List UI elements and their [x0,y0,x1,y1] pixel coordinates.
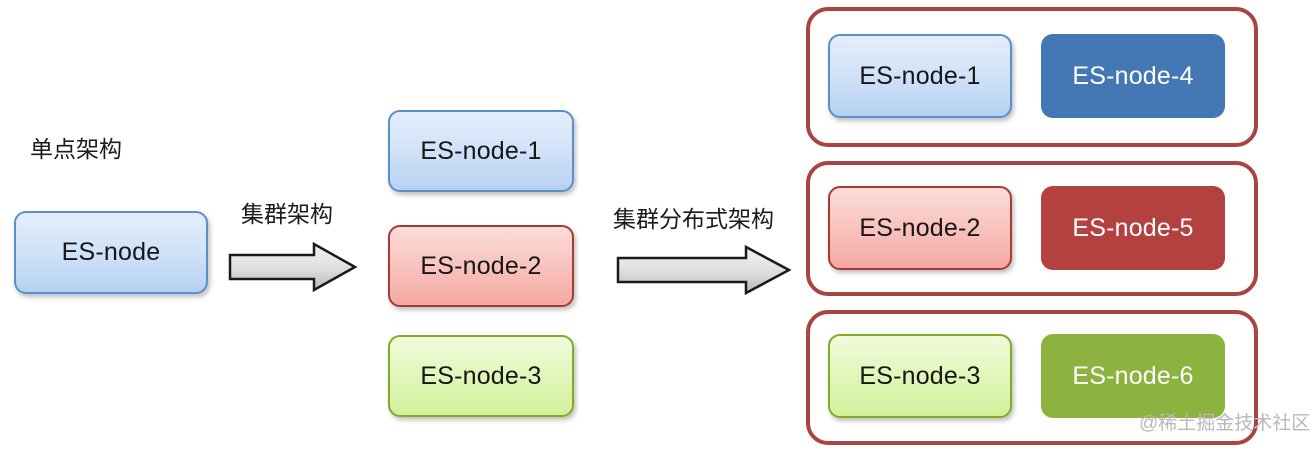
node-label: ES-node-6 [1072,361,1194,390]
right-arrow-icon [616,244,792,296]
node-es-node-3-primary[interactable]: ES-node-3 [828,334,1012,418]
node-es-node-4-replica[interactable]: ES-node-4 [1041,34,1225,118]
node-label: ES-node-5 [1072,213,1194,242]
node-es-node-2-primary[interactable]: ES-node-2 [828,186,1012,270]
node-label: ES-node [61,238,161,266]
node-es-node-1-primary[interactable]: ES-node-1 [828,34,1012,118]
cluster-frame-1 [806,7,1258,147]
watermark-text: @稀土掘金技术社区 [1139,413,1311,434]
arrow1-label: 集群架构 [241,201,333,227]
node-label: ES-node-2 [859,213,981,242]
node-es-node-1[interactable]: ES-node-1 [388,110,574,192]
arrow2-label: 集群分布式架构 [613,206,774,232]
cluster-frame-2 [806,161,1258,296]
node-label: ES-node-1 [859,61,981,90]
node-label: ES-node-1 [420,136,542,165]
node-label: ES-node-3 [420,361,542,390]
node-es-node[interactable]: ES-node [14,211,208,294]
node-es-node-2[interactable]: ES-node-2 [388,225,574,307]
node-label: ES-node-4 [1072,61,1194,90]
cluster-frame-3 [806,310,1258,445]
stage-single-label: 单点架构 [30,136,122,162]
node-es-node-3[interactable]: ES-node-3 [388,335,574,417]
node-label: ES-node-2 [420,251,542,280]
node-es-node-5-replica[interactable]: ES-node-5 [1041,186,1225,270]
node-label: ES-node-3 [859,361,981,390]
node-es-node-6-replica[interactable]: ES-node-6 [1041,334,1225,418]
right-arrow-icon [228,241,358,293]
